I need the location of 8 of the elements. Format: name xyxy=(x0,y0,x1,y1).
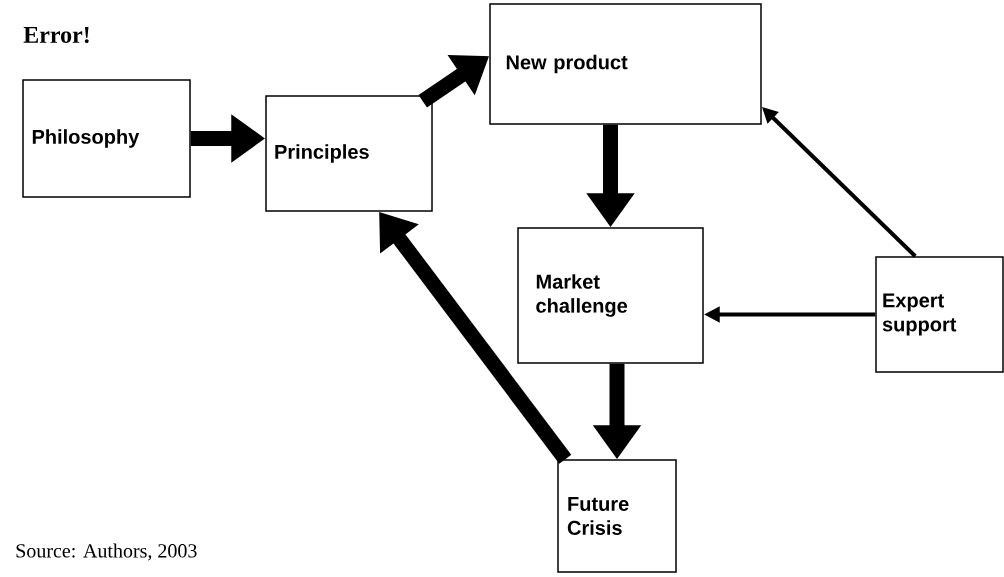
source-note: Source: Authors, 2003 xyxy=(16,543,197,561)
process-box: Future Crisis xyxy=(557,459,677,573)
process-box: Principles xyxy=(265,95,433,212)
process-box: New product xyxy=(489,3,762,125)
process-box: Philosophy xyxy=(22,79,191,198)
process-box: Expert support xyxy=(875,256,1004,373)
process-box: Market challenge xyxy=(517,227,704,364)
heading: Error! xyxy=(23,26,89,44)
